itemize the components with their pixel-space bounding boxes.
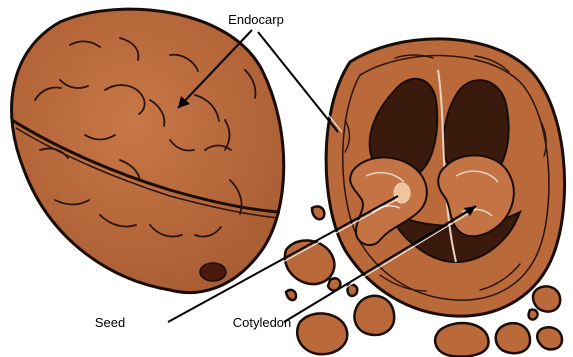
fragment [537, 327, 562, 349]
fragment [348, 285, 358, 296]
fragment [354, 296, 394, 335]
stem-scar [200, 263, 226, 281]
fragment [533, 286, 560, 311]
seed-label: Seed [95, 315, 125, 330]
fragment [529, 310, 538, 320]
fragment [297, 313, 347, 354]
whole-walnut [12, 9, 284, 292]
fragment [286, 290, 296, 300]
whole-walnut-shell [12, 9, 284, 292]
fragment [435, 323, 488, 356]
cotyledon-label: Cotyledon [233, 315, 292, 330]
endocarp-label: Endocarp [228, 12, 284, 27]
fragment [312, 206, 324, 219]
fragment [496, 323, 530, 353]
